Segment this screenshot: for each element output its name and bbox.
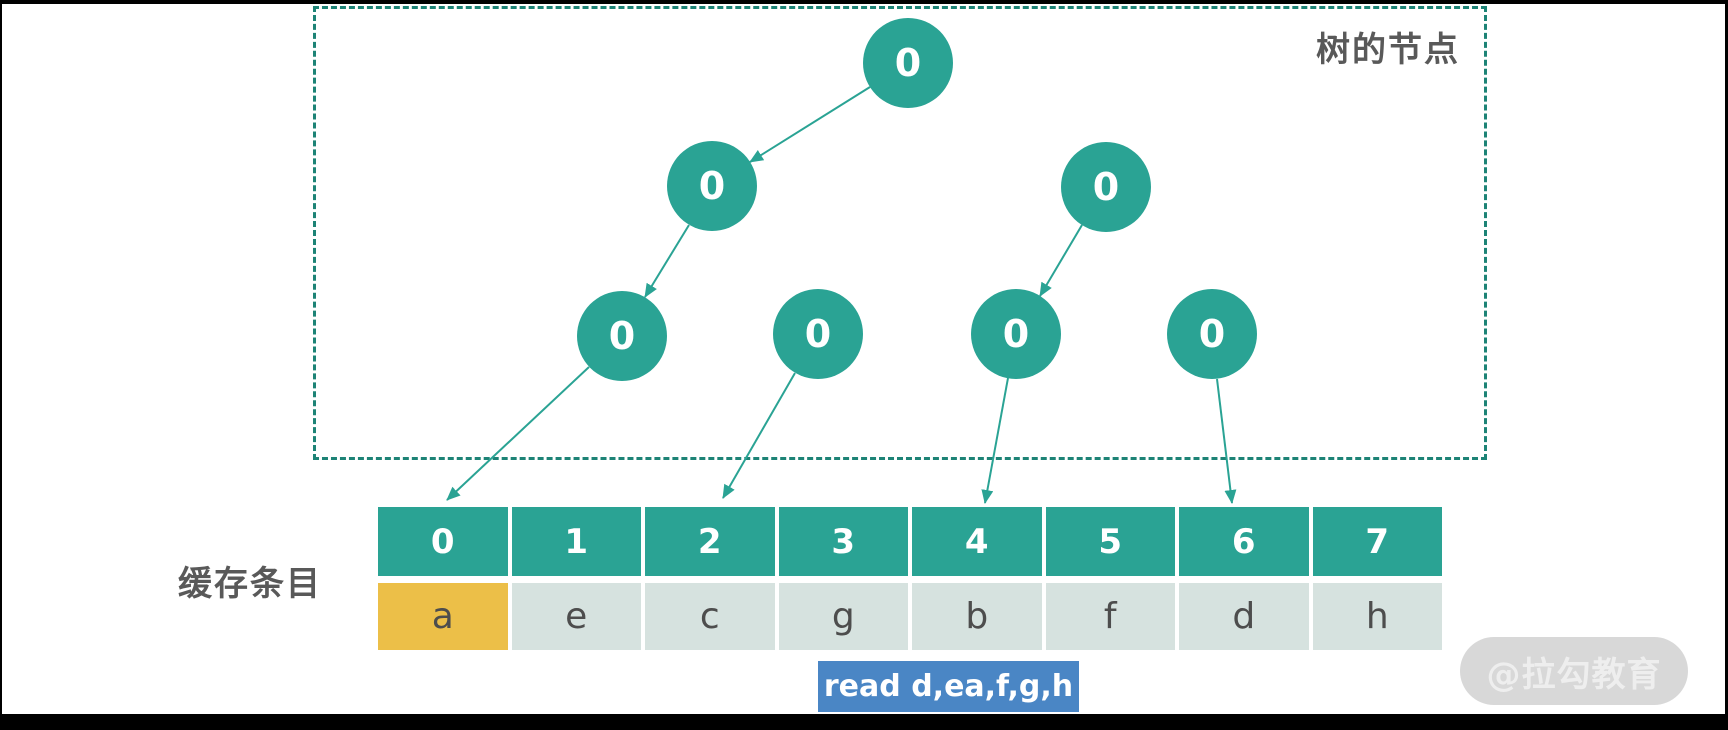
cache-entry-row: a e c g b f d h	[378, 583, 1442, 650]
cache-entry-cell: b	[912, 583, 1042, 650]
tree-node-leaf-4: 0	[1167, 289, 1257, 379]
cache-index-cell: 5	[1045, 507, 1175, 576]
frame-bar-top	[0, 0, 1728, 4]
tree-node-label: 0	[698, 164, 726, 208]
tree-node-label: 0	[894, 41, 922, 85]
tree-node-root: 0	[863, 18, 953, 108]
cache-entry-cell: g	[778, 583, 908, 650]
cache-entry-cell: e	[511, 583, 641, 650]
frame-bar-left	[0, 0, 2, 730]
cache-index-cell: 2	[645, 507, 775, 576]
frame-bar-right	[1725, 0, 1728, 730]
tree-node-label: 0	[804, 312, 832, 356]
cache-index-cell: 3	[778, 507, 908, 576]
watermark-badge: @拉勾教育	[1460, 637, 1688, 705]
tree-node-leaf-1: 0	[577, 291, 667, 381]
cache-entry-cell: h	[1312, 583, 1442, 650]
cache-index-cell: 1	[511, 507, 641, 576]
cache-index-cell: 0	[378, 507, 508, 576]
tree-box-label: 树的节点	[1316, 30, 1460, 70]
cache-entry-cell: a	[378, 583, 508, 650]
tree-node-right-child: 0	[1061, 142, 1151, 232]
cache-entry-cell: c	[645, 583, 775, 650]
tree-node-label: 0	[1002, 312, 1030, 356]
cache-entry-cell: f	[1045, 583, 1175, 650]
cache-entry-cell: d	[1179, 583, 1309, 650]
read-command-box: read d,ea,f,g,h	[818, 661, 1079, 712]
tree-node-left-child: 0	[667, 141, 757, 231]
tree-node-label: 0	[1198, 312, 1226, 356]
cache-index-cell: 6	[1179, 507, 1309, 576]
tree-node-label: 0	[608, 314, 636, 358]
read-command-text: read d,ea,f,g,h	[823, 669, 1074, 704]
cache-index-cell: 4	[912, 507, 1042, 576]
cache-index-cell: 7	[1312, 507, 1442, 576]
cache-index-row: 0 1 2 3 4 5 6 7	[378, 507, 1442, 576]
cache-entries-label: 缓存条目	[178, 564, 322, 604]
tree-node-label: 0	[1092, 165, 1120, 209]
watermark-text: @拉勾教育	[1486, 654, 1662, 695]
tree-node-leaf-3: 0	[971, 289, 1061, 379]
tree-nodes-dashed-box	[313, 6, 1487, 460]
tree-node-leaf-2: 0	[773, 289, 863, 379]
frame-bar-bottom	[0, 714, 1728, 730]
